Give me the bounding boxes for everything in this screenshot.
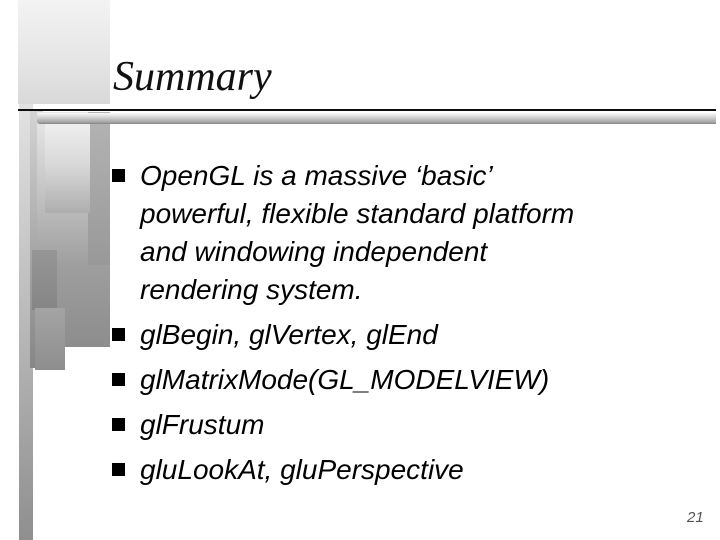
slide-title: Summary	[113, 54, 272, 100]
deco-square-inner-light	[45, 118, 90, 213]
bullet-text: glMatrixMode(GL_MODELVIEW)	[140, 364, 550, 395]
bullet-item: OpenGL is a massive ‘basic’ powerful, fl…	[112, 157, 692, 309]
deco-square-lower	[57, 265, 110, 347]
bullet-item: gluLookAt, gluPerspective	[112, 451, 692, 489]
bullet-text: glBegin, glVertex, glEnd	[140, 319, 438, 350]
bullet-square-icon	[112, 418, 125, 431]
bullet-square-icon	[112, 328, 125, 341]
bullet-text: gluLookAt, gluPerspective	[140, 454, 464, 485]
bullet-item: glBegin, glVertex, glEnd	[112, 316, 692, 354]
title-rule-bar	[37, 113, 716, 124]
bullet-text: glFrustum	[140, 409, 265, 440]
bullet-list: OpenGL is a massive ‘basic’ powerful, fl…	[112, 157, 692, 496]
bullet-square-icon	[112, 373, 125, 386]
deco-square-small-2	[35, 308, 65, 370]
page-number: 21	[687, 509, 704, 526]
bullet-square-icon	[112, 169, 125, 182]
bullet-item: glFrustum	[112, 406, 692, 444]
deco-square-small-1	[32, 250, 57, 310]
deco-strip-left	[19, 104, 33, 540]
bullet-text: OpenGL is a massive ‘basic’ powerful, fl…	[140, 160, 575, 305]
deco-square-top	[18, 0, 110, 104]
bullet-square-icon	[112, 463, 125, 476]
title-rule-thin	[18, 109, 716, 111]
bullet-item: glMatrixMode(GL_MODELVIEW)	[112, 361, 692, 399]
